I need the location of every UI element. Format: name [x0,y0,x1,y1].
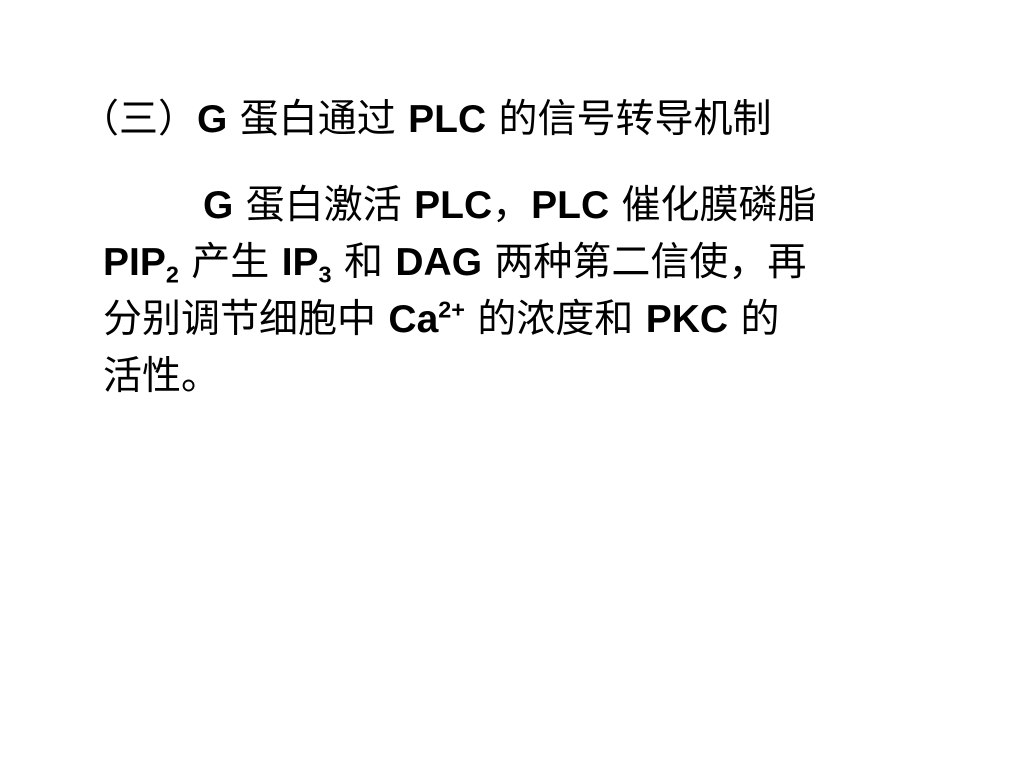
plc-term-1: PLC [414,184,493,227]
heading-middle-text: 蛋白通过 [227,97,409,142]
section-heading: （三）G 蛋白通过 PLC 的信号转导机制 [80,92,772,148]
line1-text-1: 蛋白激活 [233,183,415,228]
line2-text-2: 和 [331,240,396,285]
ip-subscript: 3 [318,261,332,288]
paragraph-line-3: 分别调节细胞中 Ca2+ 的浓度和 PKC 的 [103,291,933,348]
line1-comma: ， [492,183,532,228]
pkc-term: PKC [645,298,729,341]
pip-subscript: 2 [165,261,179,288]
paragraph-line-2: PIP2 产生 IP3 和 DAG 两种第二信使，再 [103,234,933,291]
pip-term: PIP [103,241,166,284]
paragraph-line-4: 活性。 [103,348,933,405]
line3-text-2: 的浓度和 [464,297,646,342]
heading-g-term: G [197,98,228,141]
line3-text-1: 分别调节细胞中 [103,297,389,342]
dag-term: DAG [395,241,483,284]
ca-superscript: 2+ [438,296,465,323]
heading-prefix: （三） [80,97,198,142]
line2-text-1: 产生 [178,240,282,285]
line3-text-3: 的 [728,297,780,342]
plc-term-2: PLC [531,184,610,227]
paragraph-line-1: G 蛋白激活 PLC，PLC 催化膜磷脂 [103,177,933,234]
line4-text-1: 活性。 [103,354,221,399]
line2-text-3: 两种第二信使，再 [482,240,807,285]
body-paragraph: G 蛋白激活 PLC，PLC 催化膜磷脂 PIP2 产生 IP3 和 DAG 两… [103,177,933,405]
heading-suffix-text: 的信号转导机制 [486,97,772,142]
heading-plc-term: PLC [408,98,487,141]
line1-text-2: 催化膜磷脂 [609,183,817,228]
g-term: G [203,184,234,227]
ip-term: IP [281,241,319,284]
ca-term: Ca [388,298,439,341]
